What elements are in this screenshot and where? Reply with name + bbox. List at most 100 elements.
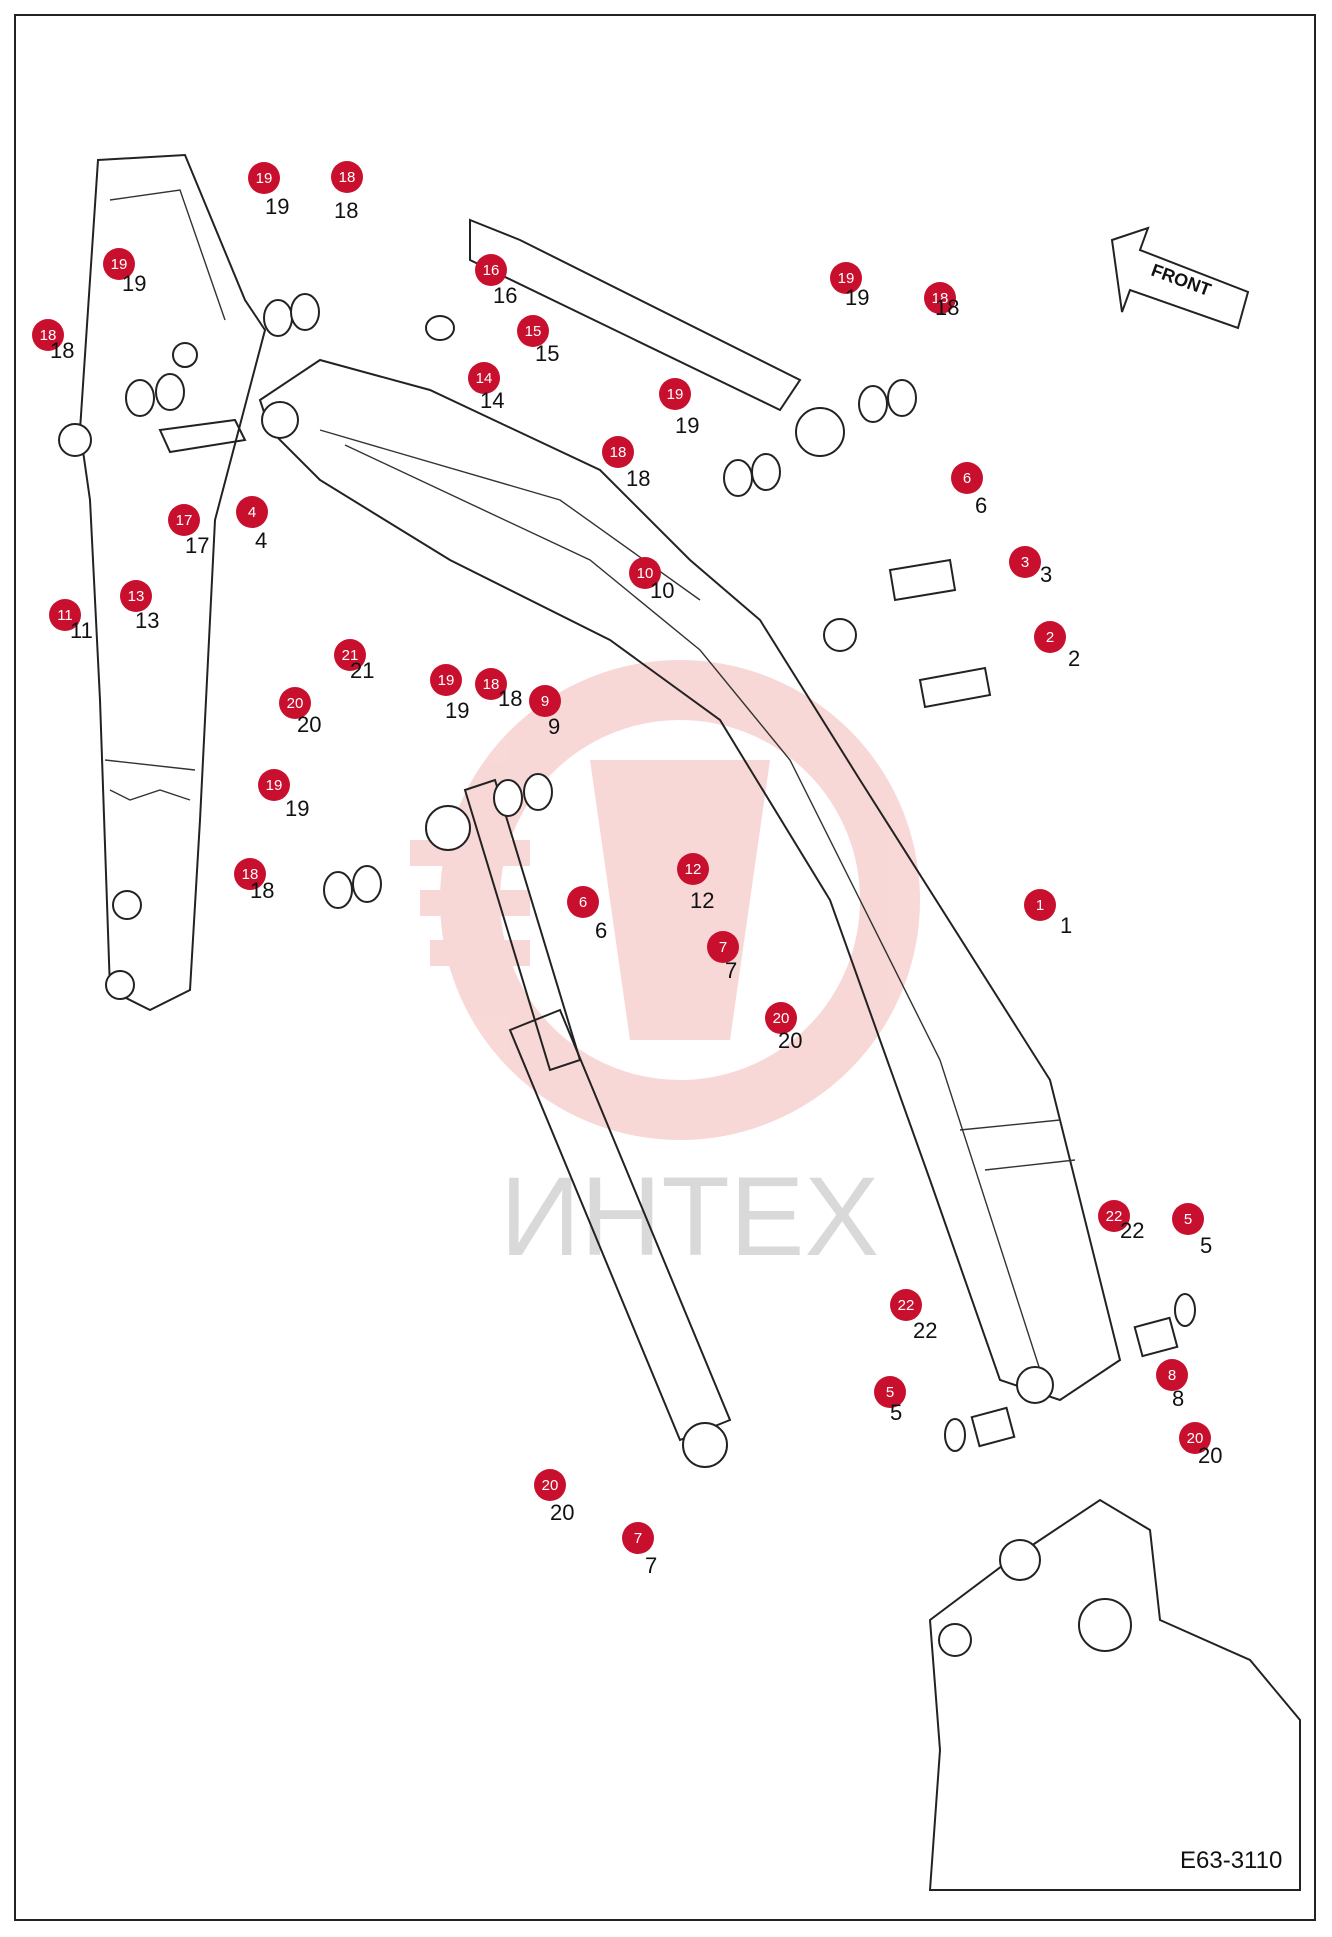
callout-number-5b: 5: [890, 1400, 902, 1425]
callout-badge-text: 18: [483, 676, 500, 693]
callout-number-18e: 18: [498, 686, 522, 711]
drawing-frame: [14, 14, 1316, 1921]
callout-number-20d: 20: [550, 1500, 574, 1525]
callout-badge-circle: [1156, 1359, 1188, 1391]
callout-number-8: 8: [1172, 1386, 1184, 1411]
callout-badge-circle: [529, 685, 561, 717]
callout-badge-4: 4: [236, 496, 268, 528]
callout-badge-text: 4: [248, 504, 256, 521]
callout-badge-text: 14: [476, 370, 493, 387]
callout-number-18d: 18: [935, 295, 959, 320]
callout-badge-circle: [331, 161, 363, 193]
callout-badge-text: 3: [1021, 554, 1029, 571]
callout-number-7a: 7: [725, 958, 737, 983]
callout-badge-text: 11: [57, 607, 73, 624]
callout-badge-19e: 19: [430, 664, 462, 696]
callout-badge-18c: 18: [602, 436, 634, 468]
callout-badge-5a: 5: [1172, 1203, 1204, 1235]
callout-badge-text: 2: [1046, 629, 1054, 646]
front-direction-arrow: FRONT: [1110, 226, 1250, 330]
callout-badge-circle: [168, 504, 200, 536]
callout-badge-text: 7: [634, 1530, 642, 1547]
callout-number-19f: 19: [285, 796, 309, 821]
callout-badge-22a: 22: [1098, 1200, 1130, 1232]
callout-number-19a: 19: [265, 194, 289, 219]
callout-badge-circle: [1098, 1200, 1130, 1232]
callout-badge-7a: 7: [707, 931, 739, 963]
callout-badge-text: 20: [542, 1477, 559, 1494]
callout-badge-7b: 7: [622, 1522, 654, 1554]
callout-number-5a: 5: [1200, 1233, 1212, 1258]
callout-badge-text: 17: [176, 512, 193, 529]
callout-badge-20a: 20: [279, 687, 311, 719]
callout-number-20b: 20: [778, 1028, 802, 1053]
callout-badge-text: 19: [838, 270, 855, 287]
callout-badge-text: 20: [1187, 1430, 1204, 1447]
callout-number-22b: 22: [913, 1318, 937, 1343]
callout-badge-1: 1: [1024, 889, 1056, 921]
callout-badge-circle: [874, 1376, 906, 1408]
callout-badge-text: 1: [1036, 897, 1044, 914]
callout-badge-text: 18: [40, 327, 57, 344]
callout-badge-text: 10: [637, 565, 654, 582]
callout-badge-19a: 19: [248, 162, 280, 194]
callout-number-17: 17: [185, 533, 209, 558]
callout-badge-8: 8: [1156, 1359, 1188, 1391]
callout-badge-text: 5: [886, 1384, 894, 1401]
callout-number-12: 12: [690, 888, 714, 913]
callout-badge-text: 19: [266, 777, 283, 794]
callout-badge-circle: [890, 1289, 922, 1321]
callout-badge-18f: 18: [234, 858, 266, 890]
callout-badge-circle: [1024, 889, 1056, 921]
main-boom: [258, 358, 1122, 1404]
callout-badge-19d: 19: [830, 262, 862, 294]
callout-badge-18a: 18: [331, 161, 363, 193]
callout-number-3: 3: [1040, 562, 1052, 587]
callout-badge-text: 13: [128, 588, 145, 605]
callout-badge-circle: [1009, 546, 1041, 578]
callout-badge-14: 14: [468, 362, 500, 394]
callout-number-14: 14: [480, 388, 504, 413]
callout-badge-circle: [765, 1002, 797, 1034]
callout-badge-circle: [1034, 621, 1066, 653]
callout-number-9: 9: [548, 714, 560, 739]
callout-badge-circle: [234, 858, 266, 890]
watermark-logo: [410, 660, 920, 1140]
callout-badge-19b: 19: [103, 248, 135, 280]
boom-cylinder: [425, 778, 732, 1468]
callout-badge-circle: [49, 599, 81, 631]
callout-badge-20d: 20: [534, 1469, 566, 1501]
callout-badge-text: 19: [256, 170, 273, 187]
callout-number-18a: 18: [334, 198, 358, 223]
callout-number-6b: 6: [595, 918, 607, 943]
callout-badge-text: 16: [483, 262, 500, 279]
callout-badge-21: 21: [334, 639, 366, 671]
callout-badge-circle: [659, 378, 691, 410]
callout-badge-2: 2: [1034, 621, 1066, 653]
callout-number-1: 1: [1060, 913, 1072, 938]
watermark-text: ИНТЕХ: [500, 1154, 879, 1279]
callout-badge-5b: 5: [874, 1376, 906, 1408]
callout-number-7b: 7: [645, 1553, 657, 1578]
callout-badge-circle: [677, 853, 709, 885]
callout-badge-11: 11: [49, 599, 81, 631]
callout-badge-22b: 22: [890, 1289, 922, 1321]
callout-badge-circle: [248, 162, 280, 194]
callout-number-19e: 19: [445, 698, 469, 723]
callout-badge-text: 5: [1184, 1211, 1192, 1228]
callout-badge-text: 21: [342, 647, 359, 664]
callout-number-6a: 6: [975, 493, 987, 518]
callout-badge-circle: [707, 931, 739, 963]
callout-badge-text: 19: [111, 256, 128, 273]
callout-number-16: 16: [493, 283, 517, 308]
callout-badge-circle: [475, 254, 507, 286]
callout-number-11: 11: [70, 618, 93, 643]
callout-badge-9: 9: [529, 685, 561, 717]
drawing-code: E63-3110: [1180, 1847, 1282, 1874]
callout-number-4: 4: [255, 528, 267, 553]
callout-badge-text: 22: [1106, 1208, 1123, 1225]
callout-number-19c: 19: [675, 413, 699, 438]
callout-badge-10: 10: [629, 557, 661, 589]
callout-number-22a: 22: [1120, 1218, 1144, 1243]
callout-badge-text: 20: [773, 1010, 790, 1027]
